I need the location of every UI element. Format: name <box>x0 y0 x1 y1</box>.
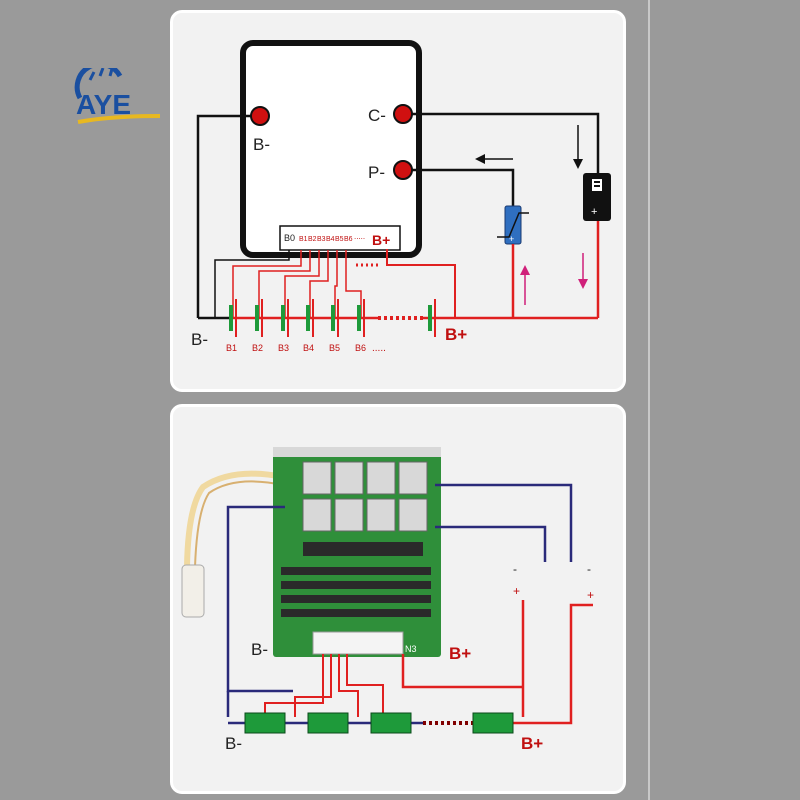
logo-text: AYE <box>76 89 131 120</box>
brand-logo: AYE <box>70 61 165 128</box>
arrow-down-pink-head <box>578 279 588 289</box>
pin-b1: B1 <box>299 236 308 243</box>
wire-c-minus-bottom <box>435 483 573 562</box>
label-bus-b-plus: B+ <box>521 734 543 753</box>
supply-left-plus: + <box>513 584 520 598</box>
label-b-minus-pin: B- <box>253 135 270 154</box>
charger-plus-mark: + <box>509 234 514 244</box>
pcb-components <box>281 542 431 617</box>
supply-right-plus: + <box>587 588 594 602</box>
load-plus-mark: + <box>591 206 597 218</box>
cell-b4 <box>306 299 314 337</box>
cell-label-b3: B3 <box>278 343 289 353</box>
cell-label-dots: ..... <box>372 343 386 354</box>
wire-b-minus-main <box>196 114 251 318</box>
pin-b3: B3 <box>317 236 326 243</box>
cell-label-b2: B2 <box>252 343 263 353</box>
cell-last <box>428 299 436 337</box>
balance-connector-n3 <box>312 631 404 655</box>
arrow-left-black-head <box>475 154 485 164</box>
charger-symbol <box>497 212 529 238</box>
pin-b5: B5 <box>335 236 344 243</box>
wire-b1 <box>232 250 302 318</box>
wire-p-minus-bottom <box>435 525 547 562</box>
wire-b-plus-balance <box>386 249 456 318</box>
wire-b2 <box>258 250 311 318</box>
p-minus-pin <box>393 160 413 180</box>
label-p-minus-pin: P- <box>368 163 385 182</box>
wire-supply-right-plus <box>543 603 593 725</box>
cell-label-b4: B4 <box>303 343 314 353</box>
cell-label-b5: B5 <box>329 343 340 353</box>
label-main-b-plus: B+ <box>445 325 467 344</box>
bms-wiring-schematic-panel: B- C- P- B0 B1 B2 B3 B4 B5 B6 ..... B+ <box>170 10 626 392</box>
pin-b6: B6 <box>344 236 353 243</box>
balance-wire-4 <box>346 654 384 717</box>
pin-b4: B4 <box>326 236 335 243</box>
b-minus-pin <box>250 106 270 126</box>
wire-b5 <box>334 250 338 318</box>
cell-3 <box>370 712 412 734</box>
cell-b3 <box>281 299 289 337</box>
load-device <box>583 173 611 221</box>
balance-connector <box>279 225 401 251</box>
label-board-b-plus: B+ <box>449 644 471 663</box>
arrow-down-black-head <box>573 159 583 169</box>
wire-b4 <box>309 250 329 318</box>
cell-1 <box>244 712 286 734</box>
label-board-b-minus: B- <box>251 640 268 659</box>
cell-last-bottom <box>472 712 514 734</box>
pin-dots: ..... <box>354 232 365 241</box>
pin-b-plus: B+ <box>372 232 390 248</box>
cell-label-b6: B6 <box>355 343 366 353</box>
arrow-up-pink-head <box>520 265 530 275</box>
supply-right-minus: - <box>587 562 591 576</box>
cell-2 <box>307 712 349 734</box>
wire-b0 <box>214 250 290 318</box>
pcb-wiring-photo-panel: N3 B- B+ - + - + B- B+ <box>170 404 626 794</box>
sensor-cable <box>184 470 284 568</box>
pin-b0: B0 <box>284 233 295 243</box>
right-divider <box>648 0 650 800</box>
pin-b2: B2 <box>308 236 317 243</box>
mosfet-heatsinks <box>302 461 428 532</box>
wire-board-b-minus <box>226 505 293 693</box>
supply-left-minus: - <box>513 562 517 576</box>
cell-b2 <box>255 299 263 337</box>
cell-b5 <box>331 299 339 337</box>
cell-label-b1: B1 <box>226 343 237 353</box>
cell-b1 <box>229 299 237 337</box>
cell-b6 <box>357 299 365 337</box>
temperature-sensor <box>181 564 205 618</box>
wire-c-minus <box>412 112 600 178</box>
label-main-b-minus: B- <box>191 330 208 349</box>
label-c-minus-pin: C- <box>368 106 386 125</box>
connector-label: N3 <box>405 644 417 654</box>
wire-b3 <box>284 250 320 318</box>
label-bus-b-minus: B- <box>225 734 242 753</box>
wire-b6 <box>345 250 362 318</box>
balance-wire-2 <box>294 654 332 717</box>
balance-wire-b-plus <box>401 654 523 689</box>
bms-board-outline <box>240 40 422 258</box>
balance-wire-3 <box>338 654 359 717</box>
wire-p-minus <box>412 168 515 208</box>
c-minus-pin <box>393 104 413 124</box>
